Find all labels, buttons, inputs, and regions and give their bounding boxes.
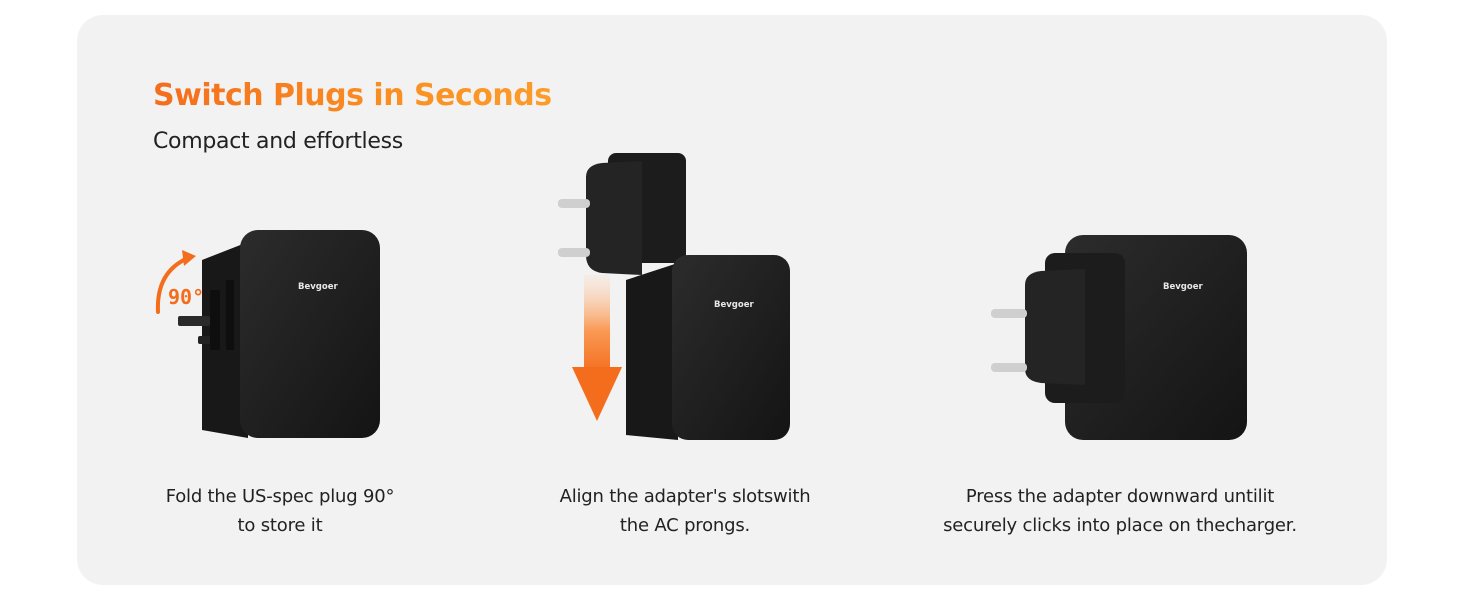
brand-logo: Bevgoer [714,300,754,310]
step-3-caption-line1: Press the adapter downward untilit [965,486,1275,507]
brand-logo: Bevgoer [1163,282,1203,292]
step-3-caption-line2: securely clicks into place on thecharger… [943,515,1297,536]
step-2-caption-line1: Align the adapter's slotswith [559,486,811,507]
eu-adapter-attached [991,253,1125,403]
step-2-illustration: Bevgoer [558,153,790,440]
charger-body [672,255,790,440]
step-1-caption-line2: to store it [237,515,323,536]
eu-adapter [558,153,686,275]
step-1-caption: Fold the US-spec plug 90° to store it [130,482,430,540]
brand-logo: Bevgoer [298,282,338,292]
step-2-caption-line2: the AC prongs. [619,515,751,536]
charger-body [240,230,380,438]
step-3-illustration: Bevgoer [991,235,1247,440]
page-subtitle: Compact and effortless [153,129,403,154]
rotation-badge-label: 90° [168,285,204,309]
us-plug-prongs [178,280,234,350]
step-1-illustration: 90° Bevgoer [155,230,380,438]
eu-prongs [558,199,590,257]
charger-side-face [626,263,678,440]
step-3-caption: Press the adapter downward untilit secur… [900,482,1340,540]
rotate-90-arrow-icon: 90° [155,250,204,314]
down-arrow-icon [572,275,622,421]
step-2-caption: Align the adapter's slotswith the AC pro… [520,482,850,540]
step-1-caption-line1: Fold the US-spec plug 90° [165,486,395,507]
page-title: Switch Plugs in Seconds [153,76,552,116]
